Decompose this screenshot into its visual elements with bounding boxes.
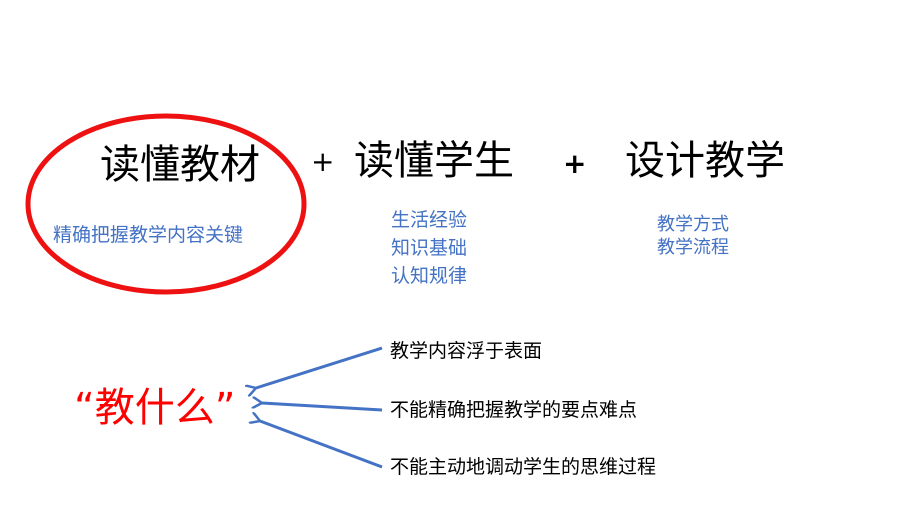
pillar-subtitle-textbook: 精确把握教学内容关键 [53, 224, 244, 246]
pillar-title-design: 设计教学 [625, 138, 785, 184]
focus-label: “教什么” [74, 385, 236, 431]
issue-item-1: 教学内容浮于表面 [390, 340, 543, 362]
plus-operator-1: + [311, 145, 335, 178]
arrow-3 [260, 421, 383, 469]
issue-item-2: 不能精确把握教学的要点难点 [390, 399, 638, 421]
pillar-title-textbook: 读懂教材 [100, 142, 260, 188]
pillar-subtitle-design-2: 教学流程 [657, 237, 729, 258]
pillar-subtitle-students-2: 知识基础 [391, 237, 468, 259]
pillar-subtitle-students-3: 认知规律 [391, 265, 468, 287]
pillar-subtitle-design-1: 教学方式 [657, 214, 729, 235]
pillar-title-students: 读懂学生 [354, 138, 514, 184]
arrow-2 [262, 403, 383, 412]
pillar-subtitle-students-1: 生活经验 [391, 209, 468, 231]
plus-operator-2: + [563, 147, 587, 180]
highlight-ellipse [25, 113, 307, 295]
arrow-1 [256, 346, 383, 388]
issue-item-3: 不能主动地调动学生的思维过程 [390, 456, 657, 478]
